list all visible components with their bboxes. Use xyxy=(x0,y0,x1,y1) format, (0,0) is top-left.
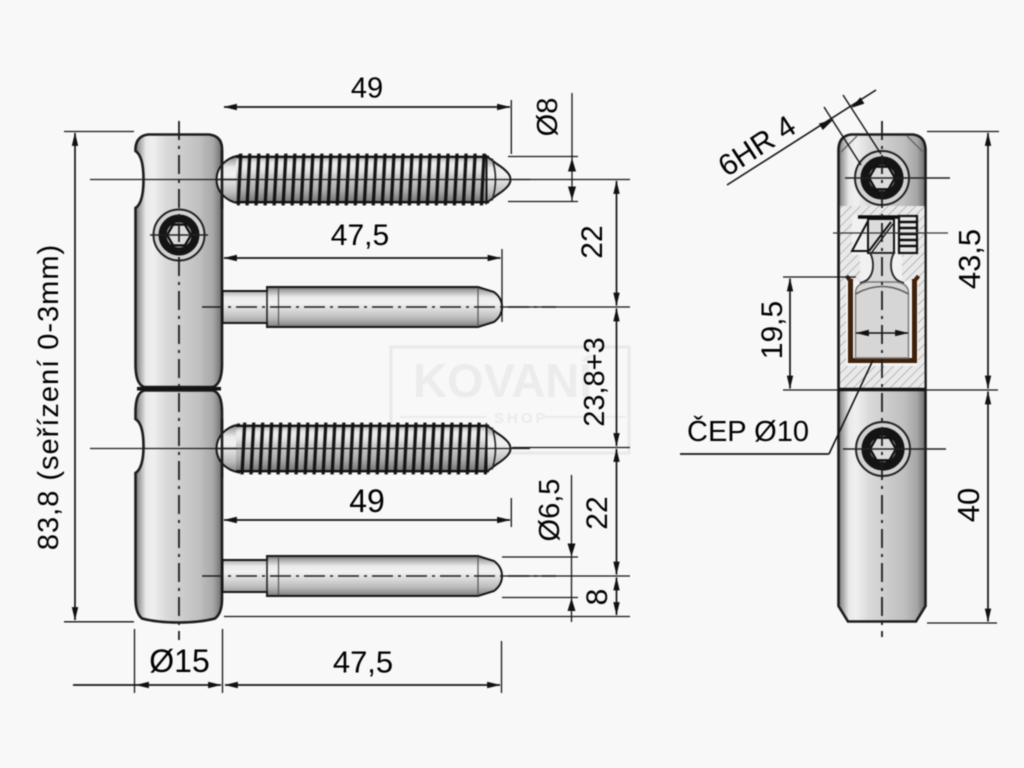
svg-text:Ø15: Ø15 xyxy=(149,643,209,679)
svg-text:49: 49 xyxy=(349,483,385,519)
svg-text:ČEP Ø10: ČEP Ø10 xyxy=(687,414,809,448)
svg-text:40: 40 xyxy=(951,488,986,522)
svg-text:22: 22 xyxy=(581,496,614,529)
svg-text:8: 8 xyxy=(581,589,614,606)
svg-text:Ø6,5: Ø6,5 xyxy=(534,479,566,542)
svg-text:KOVANÍ: KOVANÍ xyxy=(413,354,594,407)
svg-text:43,5: 43,5 xyxy=(952,229,987,289)
svg-text:47,5: 47,5 xyxy=(333,645,393,680)
svg-text:19,5: 19,5 xyxy=(756,301,789,359)
svg-text:Ø8: Ø8 xyxy=(532,98,564,137)
svg-text:47,5: 47,5 xyxy=(331,219,389,252)
svg-text:SHOP: SHOP xyxy=(494,410,549,427)
svg-text:83,8 (seřízení 0-3mm): 83,8 (seřízení 0-3mm) xyxy=(33,244,65,550)
svg-text:22: 22 xyxy=(576,225,609,258)
svg-text:49: 49 xyxy=(351,73,383,105)
svg-text:23,8+3: 23,8+3 xyxy=(579,337,611,427)
